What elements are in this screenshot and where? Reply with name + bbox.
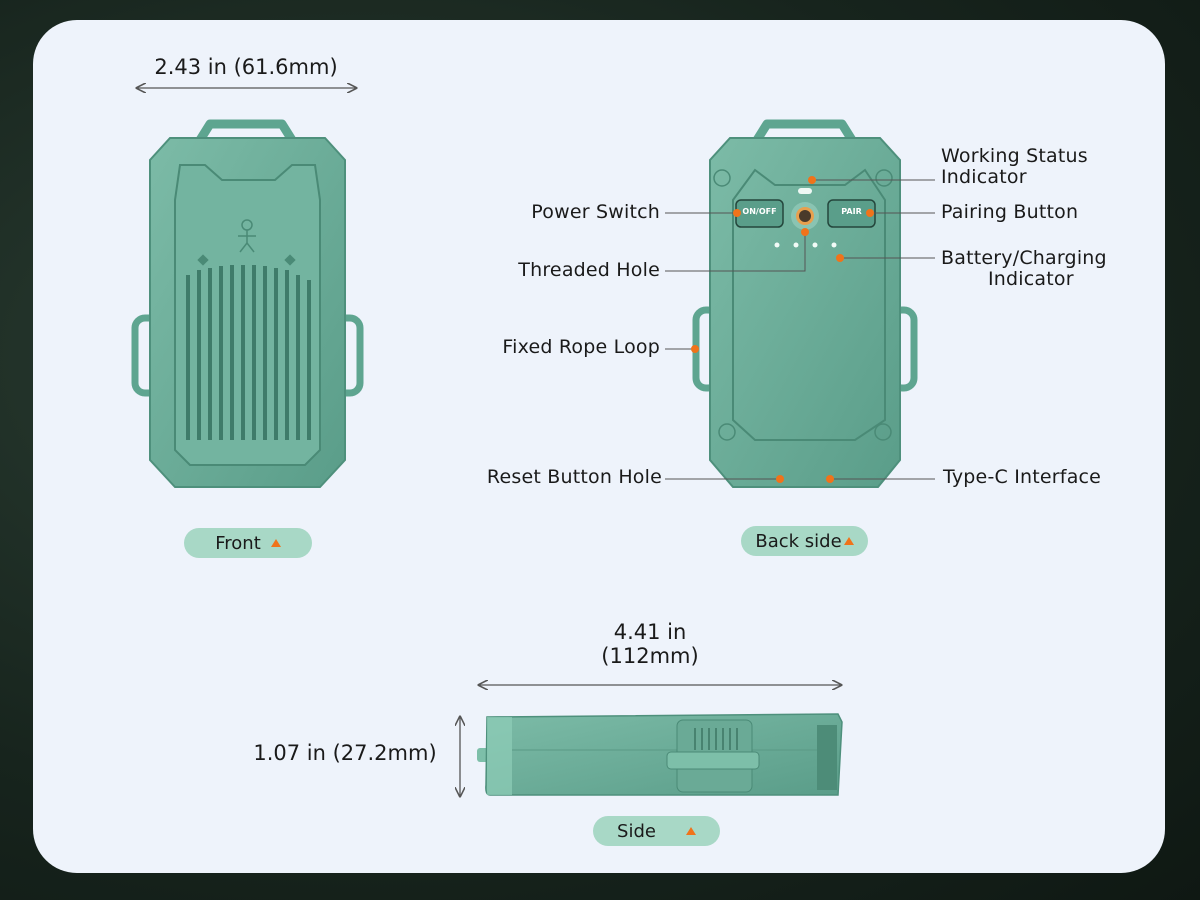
back-view-pill: Back side (741, 526, 868, 556)
triangle-icon (843, 537, 854, 545)
pair-label: PAIR (841, 207, 862, 216)
on-off-label: ON/OFF (742, 207, 777, 216)
callout-battery-2: Indicator (988, 268, 1074, 290)
triangle-icon (685, 827, 696, 835)
back-device (692, 119, 918, 488)
callout-pairing-button: Pairing Button (941, 201, 1079, 223)
callout-type-c: Type-C Interface (943, 466, 1102, 488)
side-thickness-label: 1.07 in (27.2mm) (253, 741, 437, 765)
front-width-label: 2.43 in (61.6mm) (154, 55, 338, 79)
callout-working-status-2: Indicator (941, 166, 1027, 188)
front-device (131, 119, 364, 488)
side-length-label-2: (112mm) (601, 644, 699, 668)
callout-threaded-hole: Threaded Hole (518, 259, 660, 281)
back-view-label: Back side (755, 530, 842, 552)
side-length-label-1: 4.41 in (613, 620, 687, 644)
front-view-label: Front (215, 532, 261, 554)
triangle-icon (270, 539, 281, 547)
callout-rope-loop: Fixed Rope Loop (502, 336, 660, 358)
callout-reset-hole: Reset Button Hole (486, 466, 662, 488)
callout-working-status-1: Working Status (941, 145, 1088, 167)
front-view-pill: Front (184, 528, 312, 558)
callout-dots (691, 176, 874, 483)
callout-battery-1: Battery/Charging (941, 247, 1107, 269)
side-device (477, 713, 843, 796)
side-view-pill: Side (593, 816, 720, 846)
callout-power-switch: Power Switch (531, 201, 660, 223)
side-view-label: Side (617, 820, 656, 842)
